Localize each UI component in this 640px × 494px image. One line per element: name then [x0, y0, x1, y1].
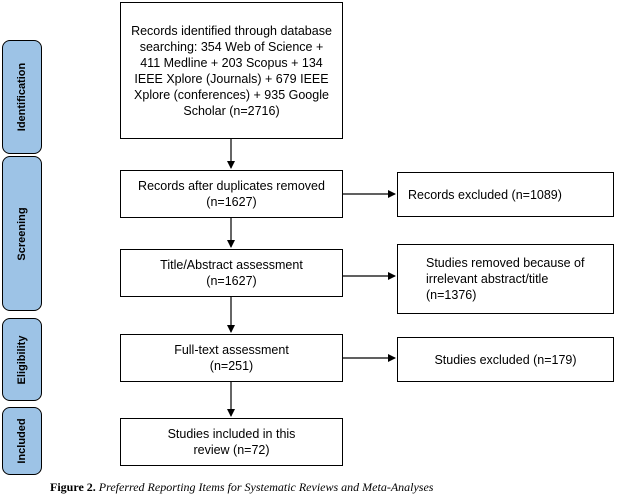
records-after-duplicates-text: Records after duplicates removed (n=1627…: [138, 179, 325, 209]
studies-excluded-box: Studies excluded (n=179): [397, 337, 614, 382]
figure-caption: Figure 2. Preferred Reporting Items for …: [50, 480, 640, 494]
studies-removed-text: Studies removed because of irrelevant ab…: [426, 256, 585, 302]
studies-excluded-text: Studies excluded (n=179): [434, 352, 577, 367]
caption-label: Figure 2.: [50, 480, 96, 494]
stage-screening: Screening: [2, 156, 42, 311]
records-excluded-text: Records excluded (n=1089): [408, 187, 562, 202]
stage-identification: Identification: [2, 40, 42, 154]
stage-included: Included: [2, 407, 42, 475]
title-abstract-text: Title/Abstract assessment (n=1627): [160, 258, 303, 288]
full-text-text: Full-text assessment (n=251): [174, 343, 289, 373]
caption-text: Preferred Reporting Items for Systematic…: [98, 480, 434, 494]
studies-included-box: Studies included in this review (n=72): [120, 418, 343, 466]
records-excluded-box: Records excluded (n=1089): [397, 172, 614, 217]
studies-removed-box: Studies removed because of irrelevant ab…: [397, 244, 614, 314]
title-abstract-box: Title/Abstract assessment (n=1627): [120, 249, 343, 297]
records-identified-text: Records identified through database sear…: [131, 23, 332, 118]
records-identified-box: Records identified through database sear…: [120, 2, 343, 139]
studies-included-text: Studies included in this review (n=72): [167, 427, 296, 457]
full-text-box: Full-text assessment (n=251): [120, 334, 343, 382]
stage-eligibility: Eligibility: [2, 318, 42, 401]
records-after-duplicates-box: Records after duplicates removed (n=1627…: [120, 170, 343, 218]
